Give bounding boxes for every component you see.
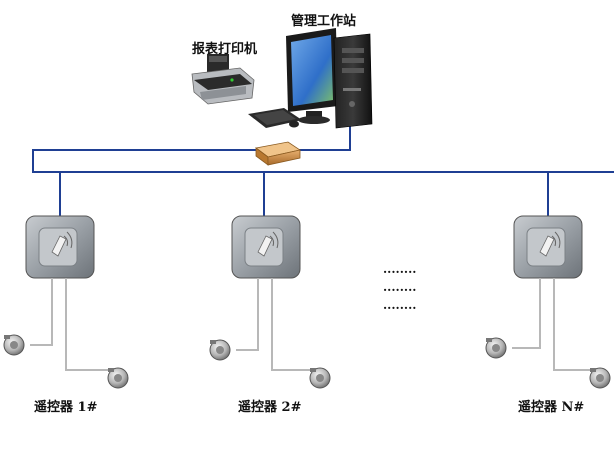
printer-icon — [191, 54, 255, 105]
ellipsis-line-3: ........ — [383, 298, 417, 312]
reader-2-cables — [236, 278, 310, 371]
sensor-nb-icon — [589, 367, 611, 389]
computer-tower-icon — [333, 33, 373, 129]
ellipsis-line-2: ........ — [383, 280, 417, 294]
controller-n-label: 遥控器 N# — [518, 400, 585, 415]
sensor-1b-icon — [107, 367, 129, 389]
reader-1-cables — [30, 278, 108, 371]
reader-device-2-icon — [231, 215, 301, 279]
network-hub-icon — [255, 141, 302, 166]
sensor-na-icon — [485, 337, 507, 359]
reader-n-cables — [512, 278, 590, 371]
sensor-2a-icon — [209, 339, 231, 361]
keyboard-icon — [248, 108, 302, 128]
ellipsis-line-1: ........ — [383, 262, 417, 276]
reader-device-1-icon — [25, 215, 95, 279]
monitor-icon — [286, 28, 338, 124]
controller-1-label: 遥控器 1# — [34, 400, 98, 415]
workstation-label: 管理工作站 — [291, 14, 357, 29]
mouse-icon — [289, 120, 299, 128]
reader-device-n-icon — [513, 215, 583, 279]
sensor-1a-icon — [3, 334, 25, 356]
sensor-2b-icon — [309, 367, 331, 389]
controller-2-label: 遥控器 2# — [238, 400, 302, 415]
printer-label: 报表打印机 — [192, 42, 258, 57]
ellipsis-group: ........ ........ ........ — [383, 260, 416, 314]
network-bus — [32, 124, 614, 216]
